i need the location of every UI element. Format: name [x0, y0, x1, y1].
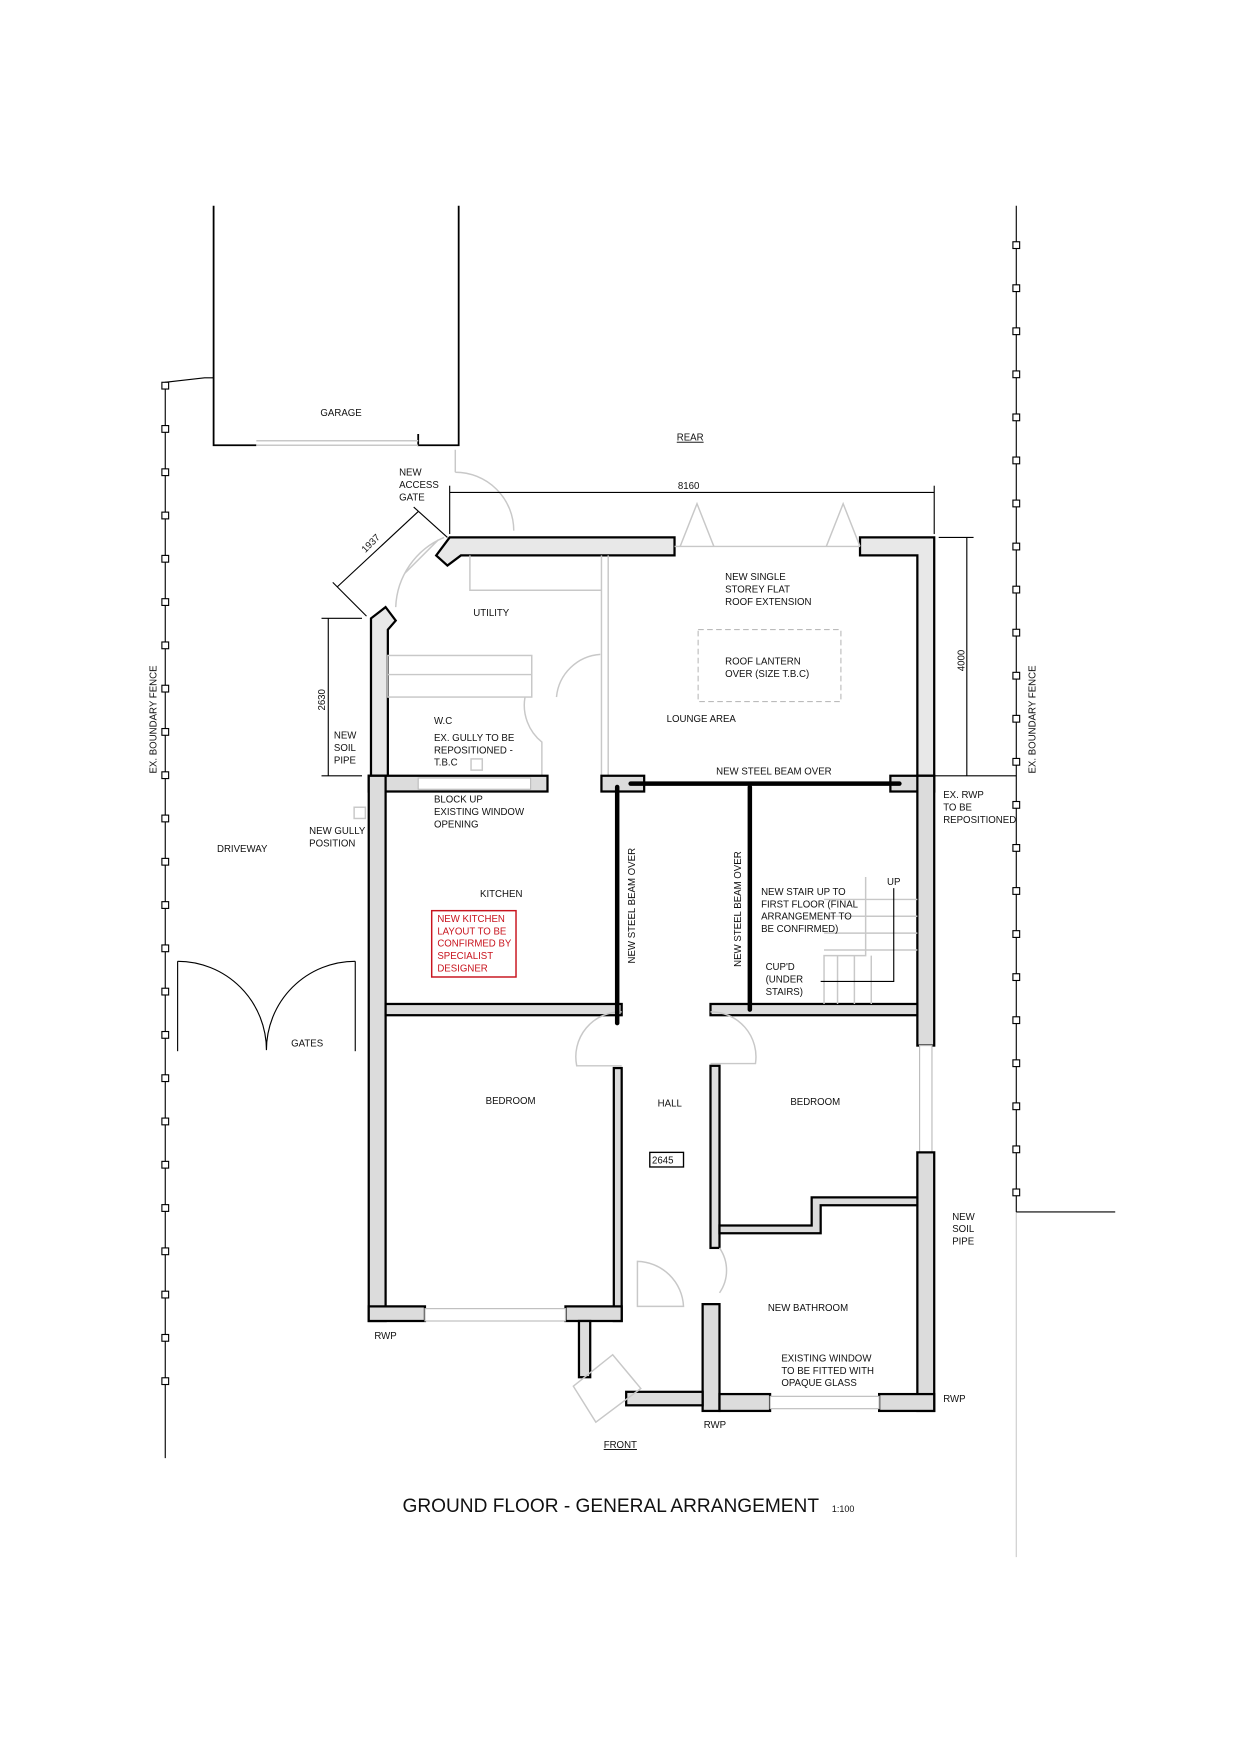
fence-post [161, 468, 170, 477]
label-bedroom-right: BEDROOM [790, 1097, 840, 1108]
fence-post [161, 381, 170, 390]
fence-post [1012, 284, 1021, 293]
fence-post [1012, 585, 1021, 594]
fence-post [1012, 1059, 1021, 1068]
fence-post [161, 1333, 170, 1342]
fence-post [1012, 499, 1021, 508]
fence-post [161, 1117, 170, 1126]
fence-post [1012, 1145, 1021, 1154]
fence-post [1012, 973, 1021, 982]
fence-post [1012, 1188, 1021, 1197]
fence-post [1012, 887, 1021, 895]
drawing-scale: 1:100 [832, 1504, 854, 1514]
label-rwp-left: RWP [374, 1331, 396, 1342]
fence-post [161, 1377, 170, 1386]
fence-post [161, 1074, 170, 1083]
label-beam-right: NEW STEEL BEAM OVER [733, 851, 744, 967]
label-hall-dim: 2645 [652, 1156, 673, 1167]
label-kitchen: KITCHEN [480, 889, 522, 900]
fence-post [161, 511, 170, 520]
label-bedroom-left: BEDROOM [486, 1096, 536, 1107]
dim-depth: 4000 [957, 650, 968, 671]
fence-post [1012, 800, 1021, 809]
label-wc: W.C [434, 716, 452, 727]
fence-post [1012, 370, 1021, 379]
fence-post [161, 641, 170, 650]
fence-post [1012, 542, 1021, 551]
label-front: FRONT [604, 1440, 637, 1451]
label-rear: REAR [677, 433, 704, 444]
fence-post [1012, 456, 1021, 465]
fence-post [1012, 327, 1021, 336]
label-fence-left: EX. BOUNDARY FENCE [148, 665, 159, 774]
fence-post [161, 987, 170, 996]
fence-post [161, 857, 170, 866]
kitchen-note-box [430, 909, 517, 978]
label-fence-right: EX. BOUNDARY FENCE [1027, 665, 1038, 774]
fence-post [161, 944, 170, 953]
fence-post [1012, 843, 1021, 852]
label-lounge: LOUNGE AREA [667, 714, 737, 725]
fence-post [161, 425, 170, 433]
garage-outline [212, 205, 515, 531]
label-rwp-right: RWP [943, 1394, 965, 1405]
fence-post [1012, 757, 1021, 766]
label-hall: HALL [658, 1098, 683, 1109]
fence-post [1012, 714, 1021, 723]
fence-post [161, 771, 170, 780]
label-bathroom: NEW BATHROOM [768, 1303, 848, 1314]
label-rwp-front: RWP [704, 1420, 726, 1431]
fence-post [1012, 628, 1021, 637]
fence-post [161, 1160, 170, 1169]
left-boundary-fence [161, 377, 214, 1459]
fence-post [161, 554, 170, 563]
right-boundary-fence [934, 205, 1116, 1558]
fence-post [161, 727, 170, 736]
fence-post [161, 684, 170, 693]
label-up: UP [887, 877, 900, 888]
fence-post [1012, 241, 1021, 250]
house-walls [367, 774, 936, 1424]
fence-post [161, 1247, 170, 1256]
label-gates: GATES [291, 1039, 323, 1050]
fence-post [161, 814, 170, 823]
fence-post [1012, 1102, 1021, 1111]
label-garage: GARAGE [320, 408, 362, 419]
fence-post [1012, 930, 1021, 938]
steel-beams [614, 781, 902, 1026]
driveway-gates[interactable] [177, 960, 356, 1052]
fence-post [1012, 1016, 1021, 1025]
drawing-title: GROUND FLOOR - GENERAL ARRANGEMENT [402, 1496, 819, 1517]
dim-width: 8160 [678, 481, 699, 492]
label-driveway: DRIVEWAY [217, 844, 268, 855]
dim-side: 2630 [317, 689, 328, 710]
label-beam-left: NEW STEEL BEAM OVER [627, 848, 638, 964]
label-beam-top: NEW STEEL BEAM OVER [716, 767, 832, 778]
fence-post [161, 598, 170, 607]
fence-post [161, 1204, 170, 1212]
fence-post [1012, 413, 1021, 422]
fence-post [161, 1290, 170, 1299]
label-utility: UTILITY [473, 608, 510, 619]
dim-diagonal: 1937 [360, 532, 383, 555]
fence-post [161, 901, 170, 909]
fence-post [1012, 671, 1021, 680]
fence-post [161, 1030, 170, 1039]
dimension-lines: 8160 4000 2630 1937 [317, 481, 974, 777]
